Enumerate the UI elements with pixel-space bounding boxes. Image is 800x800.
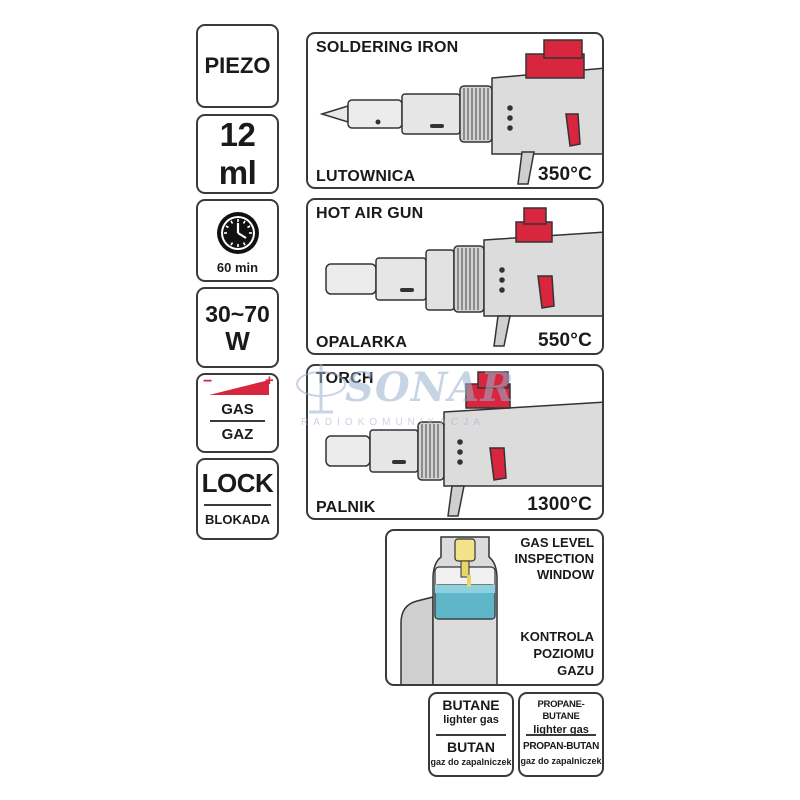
fuel-propane-butane-name-pl: PROPAN-BUTAN bbox=[522, 741, 600, 752]
timer-badge: 60 min bbox=[196, 199, 279, 282]
gas-level-line: GAZU bbox=[557, 663, 594, 678]
gas-level-line: GAS LEVEL bbox=[520, 535, 594, 550]
gas-plus-sign: + bbox=[265, 372, 274, 389]
piezo-label: PIEZO bbox=[204, 53, 271, 78]
panel-torch-temperature: 1300°C bbox=[525, 494, 594, 516]
power-range-label: 30~70 bbox=[205, 300, 270, 327]
timer-label: 60 min bbox=[216, 260, 259, 275]
gas-level-line: POZIOMU bbox=[533, 646, 594, 661]
panel-soldering-iron-temperature: 350°C bbox=[535, 164, 594, 186]
lock-badge: LOCK BLOKADA bbox=[196, 458, 279, 540]
panel-torch: TORCH PALNIK 1300°C bbox=[306, 364, 604, 520]
gas-tank-illustration bbox=[400, 536, 498, 684]
gas-adjust-badge: − + GAS GAZ bbox=[196, 372, 279, 453]
torch-illustration bbox=[325, 371, 602, 517]
panel-hot-air-gun-title-en: HOT AIR GUN bbox=[316, 205, 424, 222]
fuel-propane-butane-divider bbox=[526, 734, 596, 736]
hot-air-gun-illustration bbox=[325, 207, 602, 347]
fuel-propane-butane-desc-pl: gaz do zapalniczek bbox=[520, 756, 602, 766]
panel-hot-air-gun-temperature: 550°C bbox=[535, 330, 594, 352]
panel-soldering-iron-title-en: SOLDERING IRON bbox=[316, 39, 459, 56]
clock-icon bbox=[216, 212, 259, 254]
gas-label-en: GAS bbox=[221, 401, 254, 418]
panel-hot-air-gun-title-pl: OPALARKA bbox=[316, 334, 408, 351]
panel-torch-title-pl: PALNIK bbox=[316, 499, 376, 516]
fuel-butane-name-en: BUTANE bbox=[442, 697, 500, 713]
fuel-butane-desc-en: lighter gas bbox=[443, 714, 499, 726]
fuel-propane-butane-desc-en: lighter gas bbox=[533, 724, 589, 736]
gas-level-panel: GAS LEVEL INSPECTION WINDOW KONTROLA POZ… bbox=[385, 529, 604, 686]
capacity-badge: 12 ml bbox=[196, 114, 279, 194]
fuel-butane-desc-pl: gaz do zapalniczek bbox=[430, 757, 512, 767]
fuel-propane-butane-name-en: PROPANE-BUTANE bbox=[537, 699, 585, 722]
fuel-butane-name-pl: BUTAN bbox=[447, 739, 495, 755]
panel-torch-title-en: TORCH bbox=[316, 370, 374, 387]
gas-divider bbox=[210, 420, 265, 422]
fuel-butane-divider bbox=[436, 734, 506, 736]
soldering-iron-illustration bbox=[319, 39, 602, 185]
gas-level-line: WINDOW bbox=[536, 567, 594, 582]
gas-level-line: KONTROLA bbox=[520, 629, 594, 644]
lock-label-en: LOCK bbox=[201, 468, 274, 498]
piezo-badge: PIEZO bbox=[196, 24, 279, 108]
capacity-label: 12 ml bbox=[218, 116, 257, 191]
fuel-propane-butane-badge: PROPANE-BUTANE lighter gas PROPAN-BUTAN … bbox=[518, 692, 604, 777]
power-badge: 30~70 W bbox=[196, 287, 279, 368]
panel-soldering-iron-title-pl: LUTOWNICA bbox=[316, 168, 416, 185]
power-unit-label: W bbox=[225, 325, 250, 356]
lock-divider bbox=[204, 504, 271, 506]
gas-level-label-pl: KONTROLA POZIOMU GAZU bbox=[520, 628, 594, 679]
gas-minus-sign: − bbox=[203, 373, 213, 390]
gas-ramp-icon bbox=[209, 380, 269, 395]
gas-label-pl: GAZ bbox=[221, 426, 254, 443]
panel-soldering-iron: SOLDERING IRON LUTOWNICA 350°C bbox=[306, 32, 604, 189]
panel-hot-air-gun: HOT AIR GUN OPALARKA 550°C bbox=[306, 198, 604, 355]
gas-level-line: INSPECTION bbox=[514, 551, 594, 566]
gas-level-label-en: GAS LEVEL INSPECTION WINDOW bbox=[515, 535, 594, 583]
lock-label-pl: BLOKADA bbox=[205, 512, 270, 527]
fuel-butane-badge: BUTANE lighter gas BUTAN gaz do zapalnic… bbox=[428, 692, 514, 777]
